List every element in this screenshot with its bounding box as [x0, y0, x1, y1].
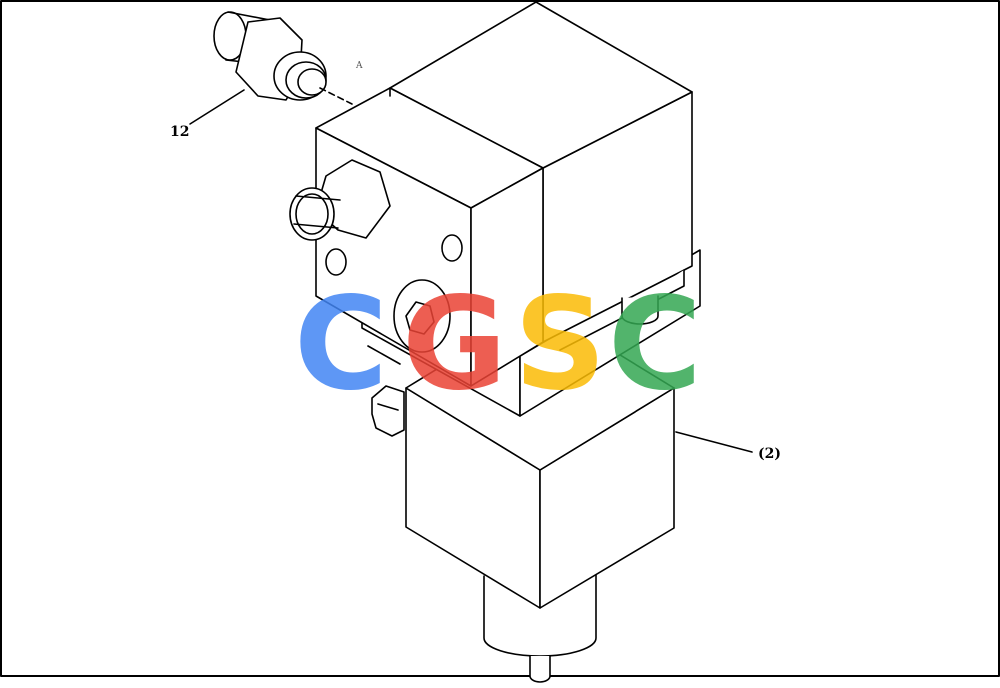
callout-2: (2)	[758, 446, 781, 462]
watermark-letter-1: C	[294, 270, 388, 419]
mounting-holes	[325, 234, 463, 276]
callout-12: 12	[170, 124, 189, 140]
view-label-a: A	[355, 61, 363, 71]
leader-line-2	[675, 431, 753, 453]
fitting-12	[213, 11, 327, 101]
right-cylinder	[621, 295, 659, 325]
cgsc-watermark: C G S C	[294, 270, 702, 419]
side-knob	[371, 385, 405, 437]
watermark-letter-2: G	[402, 270, 507, 419]
watermark-letter-3: S	[514, 270, 606, 419]
block-port-fitting	[289, 159, 391, 241]
assembly-axis-line	[319, 87, 353, 105]
hex-socket-screw	[393, 279, 451, 353]
watermark-letter-4: C	[608, 270, 702, 419]
solenoid-block	[315, 1, 693, 387]
leader-line-12	[189, 89, 245, 125]
